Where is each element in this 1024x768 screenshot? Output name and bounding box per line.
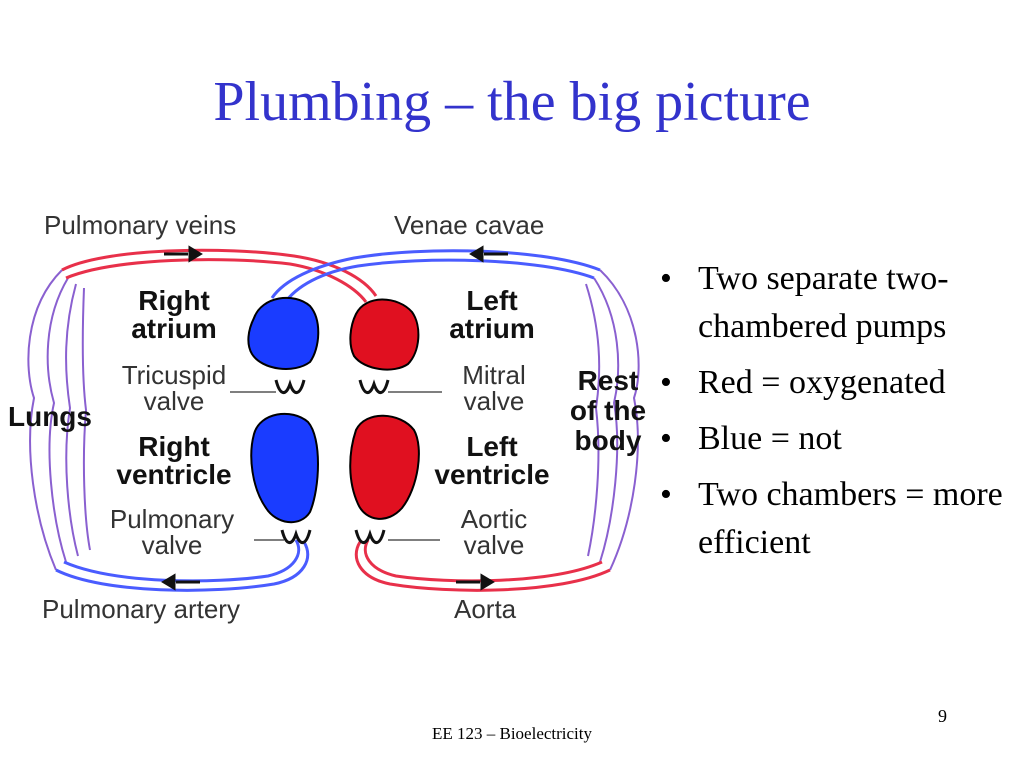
label-pulmonary-artery: Pulmonary artery [42, 594, 240, 624]
circulation-diagram: Pulmonary veins Venae cavae Right atrium… [8, 210, 646, 624]
label-pulmonary-valve-line2: valve [142, 530, 203, 560]
label-venae-cavae: Venae cavae [394, 210, 544, 240]
label-lungs: Lungs [8, 401, 92, 432]
label-rest-line2: of the [570, 395, 646, 426]
label-tricuspid-line1: Tricuspid [122, 360, 227, 390]
slide-title: Plumbing – the big picture [213, 71, 811, 133]
label-left-ventricle-line2: ventricle [434, 459, 549, 490]
label-aortic-line1: Aortic [461, 504, 527, 534]
label-aortic-line2: valve [464, 530, 525, 560]
bullet-list: Two separate two-chambered pumps Red = o… [660, 255, 1010, 575]
left-ventricle-chamber [349, 414, 420, 520]
label-mitral-line2: valve [464, 386, 525, 416]
bullet-item: Red = oxygenated [660, 359, 1010, 407]
slide-footer: EE 123 – Bioelectricity [431, 724, 593, 743]
left-atrium-chamber [349, 298, 420, 371]
label-right-ventricle-line2: ventricle [116, 459, 231, 490]
label-aorta: Aorta [454, 594, 517, 624]
bullet-item: Blue = not [660, 415, 1010, 463]
label-pulmonary-veins: Pulmonary veins [44, 210, 236, 240]
right-atrium-chamber [247, 297, 320, 370]
body-capillaries [585, 269, 640, 571]
label-left-atrium-line1: Left [466, 285, 517, 316]
label-right-atrium-line2: atrium [131, 313, 217, 344]
right-ventricle-chamber [250, 413, 319, 523]
label-right-atrium-line1: Right [138, 285, 210, 316]
label-pulmonary-valve-line1: Pulmonary [110, 504, 234, 534]
lungs-capillaries [27, 269, 91, 571]
valve-glyphs [274, 379, 390, 544]
label-rest-line1: Rest [578, 365, 639, 396]
label-left-atrium-line2: atrium [449, 313, 535, 344]
label-left-ventricle-line1: Left [466, 431, 517, 462]
bottom-vessels [55, 539, 611, 592]
label-rest-line3: body [575, 425, 642, 456]
page-number: 9 [938, 706, 947, 726]
flow-arrows [161, 245, 508, 591]
bullet-item: Two separate two-chambered pumps [660, 255, 1010, 351]
label-tricuspid-line2: valve [144, 386, 205, 416]
label-mitral-line1: Mitral [462, 360, 526, 390]
bullet-item: Two chambers = more efficient [660, 471, 1010, 567]
pointer-lines [230, 391, 442, 541]
top-vessels [61, 248, 601, 305]
label-right-ventricle-line1: Right [138, 431, 210, 462]
